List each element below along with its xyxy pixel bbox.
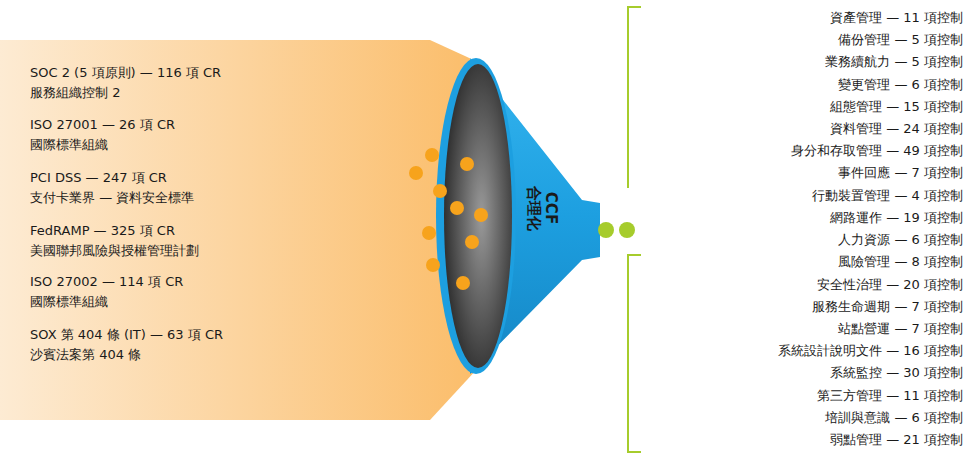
standard-name: ISO 27002 — 114 項 CR bbox=[30, 274, 183, 290]
standard-description: 支付卡業界 — 資料安全標準 bbox=[30, 190, 194, 206]
control-domain: 服務生命週期 — 7 項控制 bbox=[812, 299, 963, 315]
control-domain: 安全性治理 — 20 項控制 bbox=[817, 277, 963, 293]
control-domain: 第三方管理 — 11 項控制 bbox=[817, 388, 963, 404]
control-domain: 業務續航力 — 5 項控制 bbox=[825, 54, 963, 70]
funnel-opening bbox=[444, 64, 512, 368]
control-domain: 系統監控 — 30 項控制 bbox=[830, 365, 963, 381]
control-domain: 弱點管理 — 21 項控制 bbox=[830, 432, 963, 448]
funnel-title: CCF 合理化 bbox=[525, 184, 559, 232]
control-domain: 人力資源 — 6 項控制 bbox=[838, 232, 963, 248]
standard-name: SOX 第 404 條 (IT) — 63 項 CR bbox=[30, 327, 223, 343]
control-domain: 組態管理 — 15 項控制 bbox=[830, 99, 963, 115]
output-dots bbox=[598, 222, 635, 238]
standard-description: 沙賓法案第 404 條 bbox=[30, 347, 141, 363]
bracket bbox=[628, 7, 641, 452]
control-domain: 行動裝置管理 — 4 項控制 bbox=[812, 188, 963, 204]
input-dots bbox=[409, 148, 488, 290]
standard-description: 國際標準組織 bbox=[30, 137, 108, 153]
control-domain: 身分和存取管理 — 49 項控制 bbox=[791, 143, 963, 159]
standard-description: 服務組織控制 2 bbox=[30, 85, 120, 101]
standard-name: SOC 2 (5 項原則) — 116 項 CR bbox=[30, 65, 221, 81]
control-domain: 備份管理 — 5 項控制 bbox=[838, 32, 963, 48]
control-domain: 風險管理 — 8 項控制 bbox=[838, 254, 963, 270]
control-domain: 資料管理 — 24 項控制 bbox=[830, 121, 963, 137]
standard-description: 國際標準組織 bbox=[30, 294, 108, 310]
input-band bbox=[0, 40, 478, 420]
control-domain: 培訓與意識 — 6 項控制 bbox=[825, 410, 963, 426]
funnel-rim bbox=[436, 58, 516, 374]
control-domain: 網路運作 — 19 項控制 bbox=[830, 210, 963, 226]
funnel-label: CCF 合理化 bbox=[505, 150, 565, 280]
standard-description: 美國聯邦風險與授權管理計劃 bbox=[30, 243, 199, 259]
standard-name: FedRAMP — 325 項 CR bbox=[30, 223, 175, 239]
control-domain: 系統設計說明文件 — 16 項控制 bbox=[778, 343, 963, 359]
standards-band: SOC 2 (5 項原則) — 116 項 CR 服務組織控制 2 ISO 2700… bbox=[0, 40, 470, 420]
control-domain: 資產管理 — 11 項控制 bbox=[830, 10, 963, 26]
standard-name: PCI DSS — 247 項 CR bbox=[30, 170, 167, 186]
control-domain: 站點營運 — 7 項控制 bbox=[838, 321, 963, 337]
control-domain: 事件回應 — 7 項控制 bbox=[838, 165, 963, 181]
control-domain: 變更管理 — 6 項控制 bbox=[838, 77, 963, 93]
standard-name: ISO 27001 — 26 項 CR bbox=[30, 117, 175, 133]
